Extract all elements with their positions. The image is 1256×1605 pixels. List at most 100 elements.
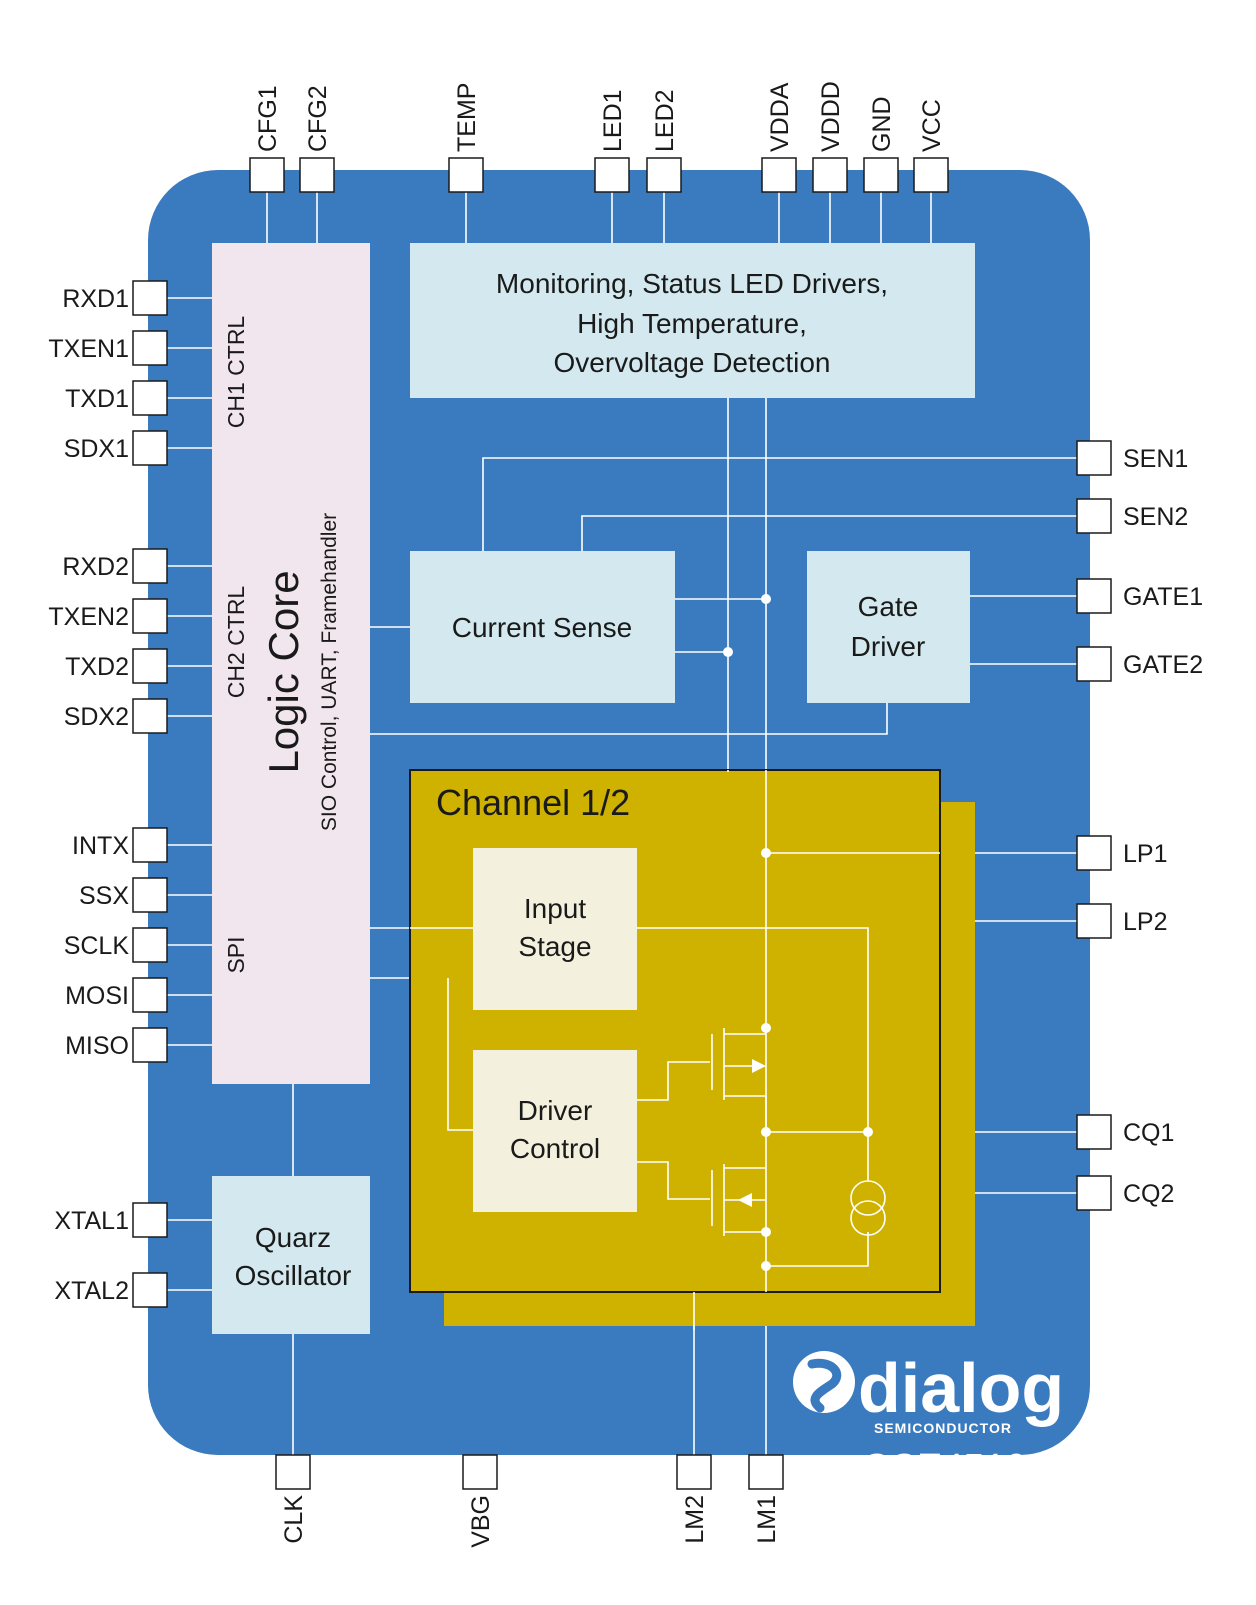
brand-logo: dialog SEMICONDUCTOR CCE4510 xyxy=(793,1349,1064,1489)
pin-pad xyxy=(132,598,168,634)
pin-pad xyxy=(132,548,168,584)
pin-label: TXD2 xyxy=(65,653,129,681)
pin-label: GND xyxy=(868,96,896,152)
pin-pad xyxy=(1076,440,1112,476)
input-stage-block: Input Stage xyxy=(473,848,637,1010)
pin-label: CLK xyxy=(280,1495,308,1544)
pin-label: GATE1 xyxy=(1123,583,1203,611)
pin-cq1: CQ1 xyxy=(1076,1114,1174,1150)
pin-pad xyxy=(1076,1175,1112,1211)
pin-pad xyxy=(132,330,168,366)
pin-led1: LED1 xyxy=(594,89,630,193)
pin-gate1: GATE1 xyxy=(1076,578,1203,614)
pin-cfg1: CFG1 xyxy=(249,85,285,193)
mosfet-upper-arrow xyxy=(752,1059,766,1073)
pin-label: SEN1 xyxy=(1123,445,1188,473)
pin-lm1: LM1 xyxy=(748,1454,784,1544)
pin-led2: LED2 xyxy=(646,89,682,193)
pin-sdx2: SDX2 xyxy=(64,698,168,734)
oscillator-line-1: Quarz xyxy=(255,1222,331,1253)
pin-pad xyxy=(132,877,168,913)
chip-part-number: CCE4510 xyxy=(862,1447,1027,1489)
pin-label: LED1 xyxy=(599,89,627,152)
pin-pad xyxy=(913,157,949,193)
pin-txd1: TXD1 xyxy=(65,380,168,416)
pin-pad xyxy=(1076,498,1112,534)
pin-pad xyxy=(132,698,168,734)
input-stage-line-2: Stage xyxy=(518,931,591,962)
driver-control-line-2: Control xyxy=(510,1133,600,1164)
dialog-logo-mark-icon xyxy=(793,1351,855,1413)
junction-dots xyxy=(723,594,873,1271)
pin-pad xyxy=(132,380,168,416)
logic-core-block: CH1 CTRL CH2 CTRL SPI Logic Core SIO Con… xyxy=(212,243,370,1084)
driver-control-block: Driver Control xyxy=(473,1050,637,1212)
monitoring-line-2: High Temperature, xyxy=(577,308,807,339)
pin-label: VCC xyxy=(918,99,946,152)
ch2-ctrl-label: CH2 CTRL xyxy=(223,586,249,699)
pin-label: TEMP xyxy=(453,83,481,152)
pin-pad xyxy=(132,280,168,316)
pin-xtal1: XTAL1 xyxy=(54,1202,168,1238)
pin-sdx1: SDX1 xyxy=(64,430,168,466)
pin-label: CQ2 xyxy=(1123,1180,1174,1208)
pin-label: LM1 xyxy=(753,1495,781,1544)
pin-rxd1: RXD1 xyxy=(62,280,168,316)
ch1-ctrl-label: CH1 CTRL xyxy=(223,316,249,429)
driver-control-line-1: Driver xyxy=(518,1095,593,1126)
spi-label: SPI xyxy=(223,936,249,973)
pin-label: CFG2 xyxy=(304,85,332,152)
pin-pad xyxy=(1076,835,1112,871)
pin-pad xyxy=(1076,1114,1112,1150)
pin-label: SDX2 xyxy=(64,703,129,731)
pin-temp: TEMP xyxy=(448,83,484,193)
pin-gnd: GND xyxy=(863,96,899,193)
pin-intx: INTX xyxy=(72,827,168,863)
monitoring-block: Monitoring, Status LED Drivers, High Tem… xyxy=(410,243,975,398)
pin-mosi: MOSI xyxy=(65,977,168,1013)
pin-label: XTAL1 xyxy=(54,1207,129,1235)
pin-lm2: LM2 xyxy=(676,1454,712,1544)
current-sense-block: Current Sense xyxy=(410,551,675,703)
pin-label: VDDA xyxy=(766,82,794,152)
pin-pad xyxy=(299,157,335,193)
mosfet-lower-arrow xyxy=(738,1193,752,1207)
pin-miso: MISO xyxy=(65,1027,168,1063)
pin-label: CFG1 xyxy=(254,85,282,152)
pin-label: LED2 xyxy=(651,89,679,152)
pin-pad xyxy=(812,157,848,193)
pin-pad xyxy=(132,927,168,963)
pin-label: LP2 xyxy=(1123,908,1167,936)
pin-pad xyxy=(462,1454,498,1490)
brand-tagline: SEMICONDUCTOR xyxy=(874,1420,1012,1436)
pin-pad xyxy=(132,1272,168,1308)
pin-label: TXEN2 xyxy=(48,603,129,631)
pin-pad xyxy=(132,430,168,466)
gate-driver-line-2: Driver xyxy=(851,631,926,662)
brand-logo-text: dialog xyxy=(858,1349,1064,1427)
gate-driver-block: Gate Driver xyxy=(807,551,970,703)
pin-label: LP1 xyxy=(1123,840,1167,868)
pin-lp1: LP1 xyxy=(1076,835,1167,871)
pin-pad xyxy=(132,1202,168,1238)
monitoring-line-3: Overvoltage Detection xyxy=(553,347,830,378)
pin-clk: CLK xyxy=(275,1454,311,1544)
pin-pad xyxy=(863,157,899,193)
pin-pad xyxy=(761,157,797,193)
oscillator-line-2: Oscillator xyxy=(235,1260,352,1291)
pin-xtal2: XTAL2 xyxy=(54,1272,168,1308)
gate-driver-line-1: Gate xyxy=(858,591,919,622)
input-stage-line-1: Input xyxy=(524,893,586,924)
pin-cq2: CQ2 xyxy=(1076,1175,1174,1211)
pin-label: MISO xyxy=(65,1032,129,1060)
pin-label: GATE2 xyxy=(1123,651,1203,679)
pin-pad xyxy=(1076,578,1112,614)
pin-pad xyxy=(132,827,168,863)
pin-label: CQ1 xyxy=(1123,1119,1174,1147)
pin-label: SDX1 xyxy=(64,435,129,463)
monitoring-line-1: Monitoring, Status LED Drivers, xyxy=(496,268,888,299)
pin-pad xyxy=(448,157,484,193)
